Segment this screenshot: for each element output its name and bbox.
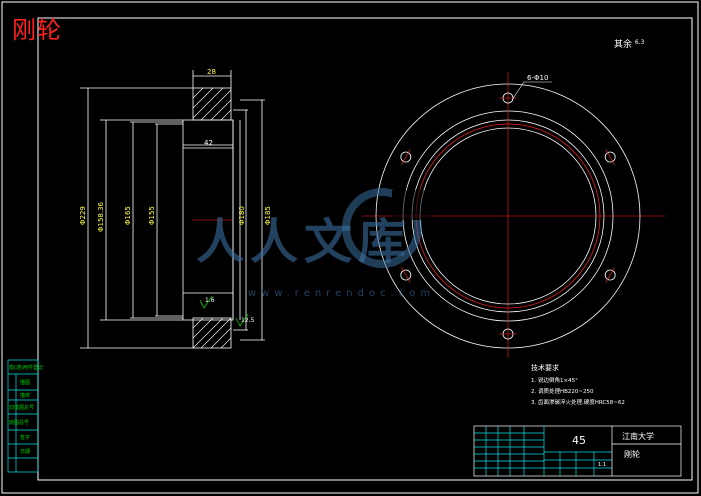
hole-callout: 6-Φ10 [527, 74, 548, 82]
tech-requirements: 技术要求 1. 锐边倒角1×45° 2. 调质处理HB220~250 3. 齿面… [531, 363, 625, 406]
section-view [80, 70, 265, 349]
bolt-hole [604, 269, 616, 281]
bolt-holes [400, 92, 616, 340]
title-block [473, 425, 682, 477]
bolt-hole-centerline [401, 149, 411, 165]
side-label-3: 旧底图总号 [9, 404, 34, 411]
side-label-4: 底图总号 [9, 419, 29, 426]
watermark-logo [342, 188, 432, 268]
side-label-1: 描图 [20, 379, 30, 386]
title-scale: 1:1 [598, 462, 606, 468]
dim-inner-width: 42 [204, 139, 213, 147]
surface-marks [199, 295, 249, 327]
dim-dia-229: Φ229 [79, 206, 87, 225]
bolt-hole-centerline [605, 267, 615, 283]
tech-req-title: 技术要求 [531, 363, 559, 372]
bolt-hole [604, 151, 616, 163]
dim-top-width: 28 [207, 68, 216, 76]
bolt-hole [400, 151, 412, 163]
surface-roughness-1: 1.6 [205, 297, 215, 304]
side-label-5: 签字 [20, 434, 30, 441]
side-label-6: 日期 [20, 449, 30, 455]
dim-dia-180: Φ180 [238, 206, 246, 225]
dim-dia-158: Φ158.36 [97, 201, 105, 232]
tech-req-item-2: 2. 调质处理HB220~250 [531, 387, 594, 395]
drawing-border [37, 17, 693, 481]
side-strip [7, 359, 39, 473]
roughness-note: 其余 6.3 [614, 38, 645, 50]
watermark-url: www.renrendoc.com [248, 288, 435, 299]
hole-leader [511, 81, 525, 101]
dim-dia-165: Φ165 [124, 206, 132, 225]
corner-title: 刚轮 [12, 16, 62, 44]
bolt-hole [400, 269, 412, 281]
watermark-brand: 人人文库 [196, 214, 412, 270]
title-part-name: 刚轮 [624, 449, 640, 459]
side-label-0: 借(通)用件登记 [9, 364, 43, 371]
surface-roughness-2: 12.5 [241, 317, 255, 324]
title-material: 45 [572, 434, 586, 447]
bolt-hole-centerline [401, 267, 411, 283]
dim-dia-155: Φ155 [148, 206, 156, 225]
tech-req-item-1: 1. 锐边倒角1×45° [531, 376, 578, 384]
title-school: 江南大学 [622, 431, 654, 441]
side-label-2: 描校 [20, 392, 30, 399]
bolt-hole-centerline [605, 149, 615, 165]
dim-dia-185: Φ185 [264, 206, 272, 225]
tech-req-item-3: 3. 齿面渗碳淬火处理,硬度HRC58~62 [531, 398, 625, 406]
section-hatching [192, 87, 232, 349]
